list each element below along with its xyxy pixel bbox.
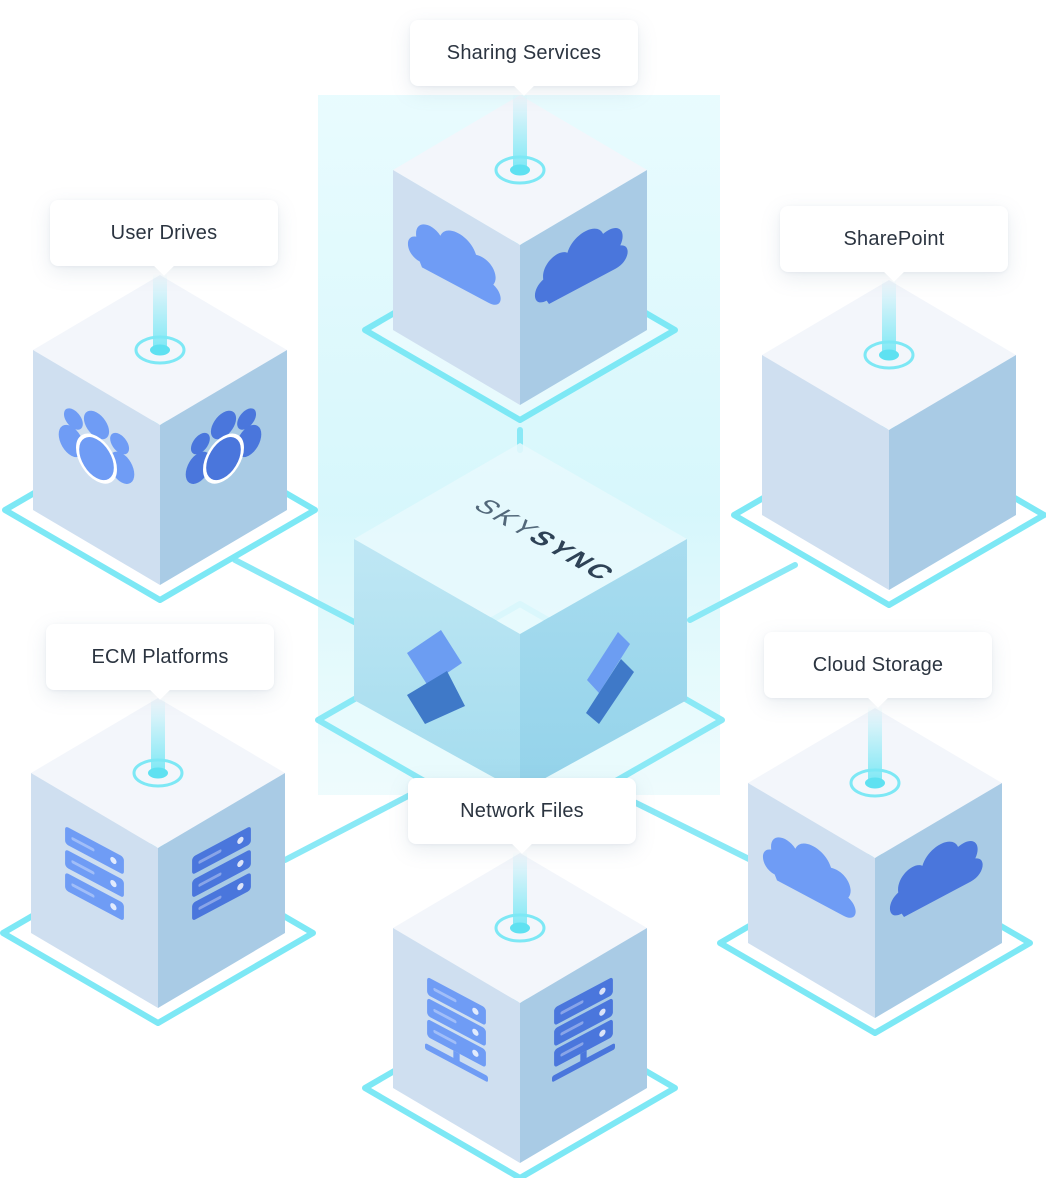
cloud-icon — [408, 224, 501, 305]
cloud-icon — [890, 841, 983, 918]
node-cube-cloud-storage — [717, 706, 1033, 1036]
hub-top-face — [354, 443, 687, 634]
pin-dot — [150, 344, 170, 356]
node-cube-ecm-platforms — [0, 698, 316, 1026]
users-icon — [185, 408, 262, 484]
node-cube-sharepoint — [731, 280, 1046, 608]
pin-dot — [510, 164, 530, 176]
pin-dot — [865, 777, 885, 789]
node-label-sharing-services: Sharing Services — [410, 20, 638, 86]
pin-dot — [148, 767, 168, 779]
glow-pin — [882, 280, 896, 355]
network-server-icon — [425, 977, 488, 1082]
node-cubes — [0, 94, 1046, 1178]
node-cube-sharing-services — [362, 94, 678, 423]
glow-pin — [151, 698, 165, 773]
glow-pin — [868, 706, 882, 783]
users-icon — [58, 408, 135, 484]
node-cube-user-drives — [2, 274, 318, 603]
node-label-ecm-platforms: ECM Platforms — [46, 624, 274, 690]
connector-user-drives — [232, 557, 363, 628]
node-cube-network-files — [362, 852, 678, 1178]
node-label-cloud-storage: Cloud Storage — [764, 632, 992, 698]
pin-ring — [863, 340, 915, 370]
pin-dot — [510, 922, 530, 934]
node-label-user-drives: User Drives — [50, 200, 278, 266]
server-icon — [65, 827, 124, 920]
connector-sharepoint — [687, 562, 798, 623]
cube-left-face — [762, 355, 889, 590]
glow-pin — [513, 94, 527, 170]
glow-pin — [513, 852, 527, 928]
cloud-icon — [535, 228, 628, 305]
network-server-icon — [552, 977, 615, 1082]
cube-right-face — [889, 355, 1016, 590]
server-icon — [192, 827, 251, 920]
pin-ring — [132, 758, 184, 788]
sync-arrows-right-icon — [586, 632, 634, 724]
pin-ring — [494, 155, 546, 185]
cloud-icon — [763, 837, 856, 918]
connector-cloud-storage — [627, 797, 758, 865]
pin-ring — [494, 913, 546, 943]
connector-ecm-platforms — [282, 792, 413, 863]
sync-arrows-left-icon — [407, 630, 465, 724]
pin-ring — [849, 768, 901, 798]
glow-pin — [153, 274, 167, 350]
node-label-sharepoint: SharePoint — [780, 206, 1008, 272]
pin-ring — [134, 335, 186, 365]
connector-lines — [232, 427, 798, 865]
pin-dot — [879, 349, 899, 361]
node-label-network-files: Network Files — [408, 778, 636, 844]
